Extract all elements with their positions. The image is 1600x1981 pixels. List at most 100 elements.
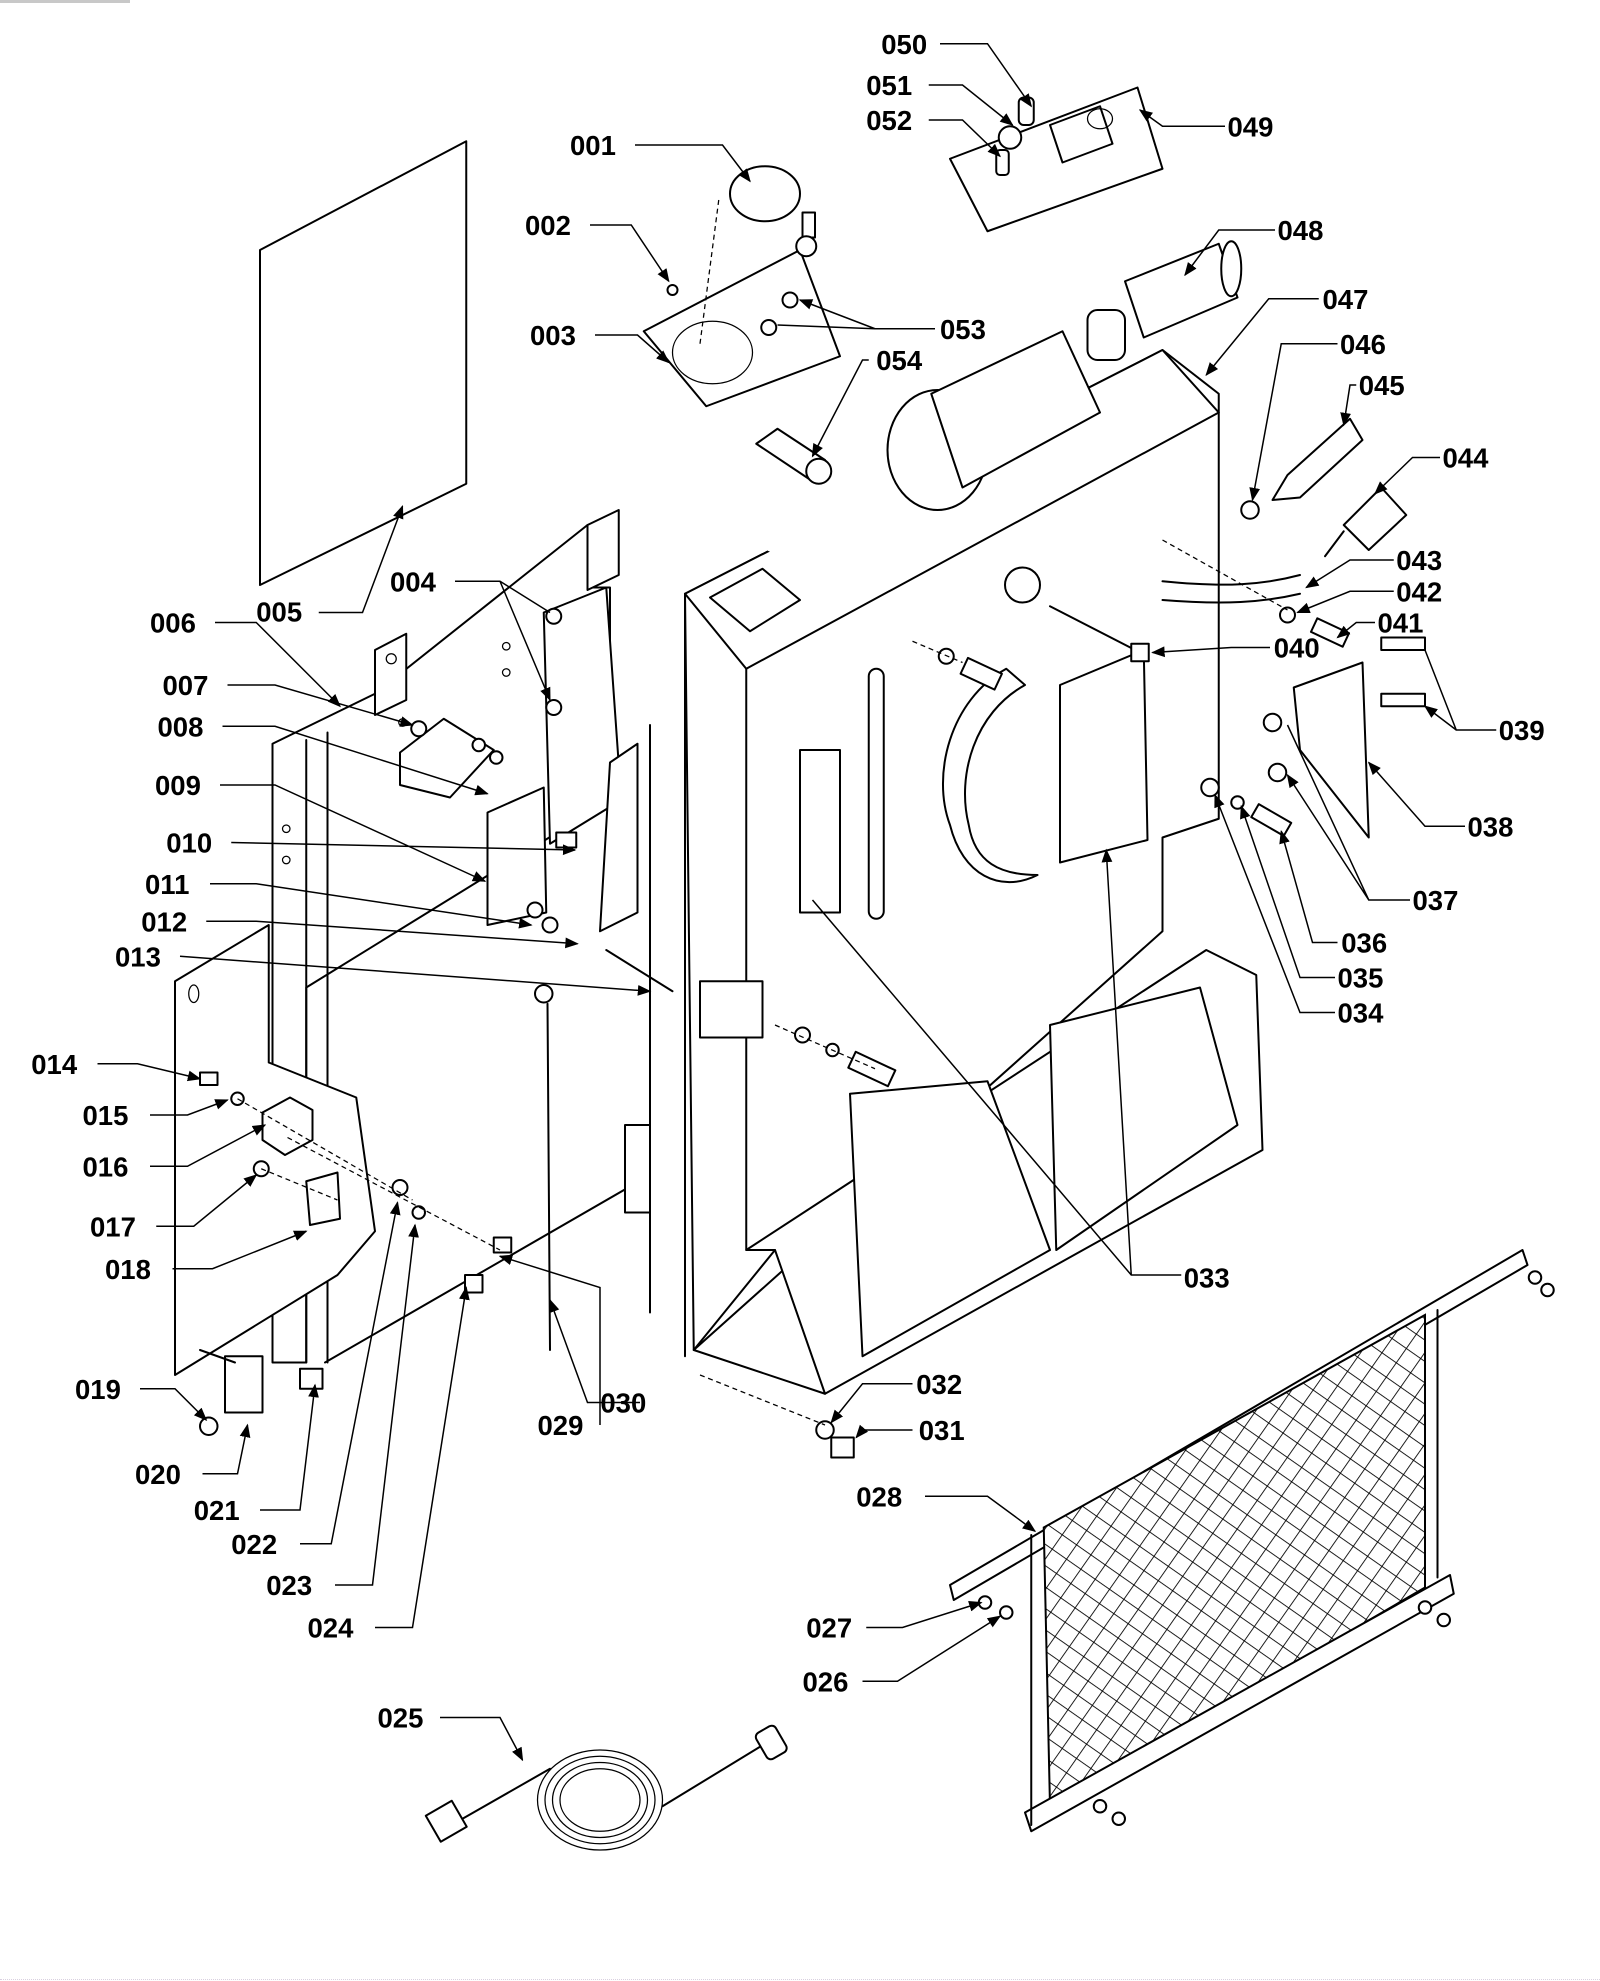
leader-line bbox=[1249, 343, 1338, 502]
leader-line bbox=[866, 1601, 983, 1629]
callout-label: 014 bbox=[31, 1049, 78, 1080]
callout-label: 032 bbox=[916, 1369, 962, 1400]
side-frame-006 bbox=[174, 509, 620, 1376]
callout-label: 051 bbox=[866, 70, 912, 101]
callout-016-bumper: 016 bbox=[83, 1124, 267, 1182]
leader-line bbox=[1151, 646, 1270, 658]
callout-label: 047 bbox=[1323, 284, 1369, 315]
callout-label: 024 bbox=[308, 1613, 355, 1644]
callout-029-bolt: 029 bbox=[498, 1254, 601, 1441]
leader-line bbox=[1336, 621, 1375, 639]
leader-line bbox=[1288, 724, 1410, 901]
callout-011-nut: 011 bbox=[145, 869, 533, 929]
bracket-007 bbox=[399, 717, 495, 799]
callout-label: 013 bbox=[115, 941, 161, 972]
leader-line bbox=[1138, 109, 1225, 127]
leader-line bbox=[1305, 559, 1394, 589]
callout-052-toggle: 052 bbox=[866, 105, 1001, 158]
callout-label: 052 bbox=[866, 105, 912, 136]
callout-001-round-cap: 001 bbox=[570, 130, 751, 183]
callout-039-screws: 039 bbox=[1425, 649, 1545, 746]
callout-layer: 0010020030040050060070080090100110120130… bbox=[31, 29, 1545, 1762]
callout-015-washer: 015 bbox=[83, 1099, 229, 1131]
leader-line bbox=[140, 1388, 208, 1421]
callout-label: 053 bbox=[940, 314, 986, 345]
plate-opening bbox=[671, 320, 754, 385]
leader-line bbox=[1205, 298, 1319, 377]
callout-003-control-plate: 003 bbox=[530, 320, 670, 364]
leader-line bbox=[220, 784, 487, 882]
leader-line bbox=[440, 1716, 524, 1762]
leader-line bbox=[811, 359, 869, 458]
leader-line bbox=[150, 1099, 229, 1116]
callout-051-ring: 051 bbox=[866, 70, 1014, 126]
callout-label: 026 bbox=[803, 1666, 849, 1697]
callout-033-labels: 033 bbox=[811, 850, 1230, 1294]
callout-046-washer: 046 bbox=[1249, 329, 1386, 502]
callout-label: 001 bbox=[570, 130, 616, 161]
leader-line bbox=[156, 1174, 258, 1227]
callout-010-bolt: 010 bbox=[166, 828, 577, 859]
callout-label: 039 bbox=[1499, 715, 1545, 746]
callout-034-washer: 034 bbox=[1214, 793, 1385, 1029]
callout-label: 028 bbox=[856, 1481, 902, 1512]
leader-line bbox=[97, 1063, 202, 1082]
callout-label: 043 bbox=[1396, 545, 1442, 576]
callout-label: 020 bbox=[135, 1459, 181, 1490]
assembly-lines bbox=[237, 199, 1288, 1426]
callout-026-screw: 026 bbox=[803, 1615, 1002, 1697]
leader-line bbox=[1425, 649, 1497, 731]
power-cord-025 bbox=[424, 1724, 788, 1851]
leader-line bbox=[862, 1615, 1002, 1682]
callout-028-grille: 028 bbox=[856, 1481, 1037, 1533]
callout-label: 041 bbox=[1378, 608, 1424, 639]
callout-035-lock-washer: 035 bbox=[1240, 804, 1383, 994]
tube-054 bbox=[755, 427, 833, 485]
callout-014-bolt: 014 bbox=[31, 1049, 202, 1082]
callout-018-clip: 018 bbox=[105, 1230, 308, 1285]
callout-031-nut: 031 bbox=[855, 1415, 965, 1446]
callout-label: 036 bbox=[1341, 928, 1387, 959]
callout-label: 007 bbox=[163, 670, 209, 701]
leader-line bbox=[335, 1223, 419, 1586]
callout-label: 030 bbox=[600, 1388, 646, 1419]
callout-label: 011 bbox=[145, 869, 189, 900]
leader-line bbox=[375, 1286, 470, 1629]
motor-048 bbox=[760, 240, 1243, 553]
leader-line bbox=[595, 334, 670, 364]
callout-label: 022 bbox=[231, 1529, 277, 1560]
callout-label: 009 bbox=[155, 770, 201, 801]
callout-041-screw: 041 bbox=[1336, 608, 1424, 639]
callout-020-plate: 020 bbox=[135, 1423, 251, 1490]
callout-009-bracket: 009 bbox=[155, 770, 487, 882]
callout-label: 034 bbox=[1338, 998, 1385, 1029]
callout-025-power-cord: 025 bbox=[378, 1703, 524, 1762]
leader-line bbox=[1279, 829, 1338, 944]
callout-label: 040 bbox=[1274, 633, 1320, 664]
callout-024-screw: 024 bbox=[308, 1286, 470, 1644]
callout-044-switch: 044 bbox=[1374, 443, 1489, 495]
callout-005-panel-sheet: 005 bbox=[256, 504, 404, 627]
leader-line bbox=[1184, 229, 1275, 277]
leader-line bbox=[300, 1201, 401, 1545]
leader-line bbox=[925, 1495, 1037, 1533]
callout-label: 033 bbox=[1184, 1263, 1230, 1294]
callout-label: 010 bbox=[166, 828, 212, 859]
leader-line bbox=[215, 621, 341, 708]
callout-label: 029 bbox=[538, 1410, 584, 1441]
leader-line bbox=[635, 144, 751, 183]
callout-label: 027 bbox=[806, 1613, 852, 1644]
callout-label: 012 bbox=[141, 906, 187, 937]
leader-line bbox=[830, 1383, 913, 1424]
switch-plate-049 bbox=[949, 86, 1164, 233]
leader-line bbox=[231, 841, 577, 856]
callout-043-wiring: 043 bbox=[1305, 545, 1442, 589]
callout-label: 054 bbox=[876, 345, 923, 376]
leader-line bbox=[777, 300, 935, 330]
callout-030-rod: 030 bbox=[549, 1298, 646, 1419]
callout-label: 049 bbox=[1228, 111, 1274, 142]
callout-019-nut: 019 bbox=[75, 1374, 208, 1421]
side-rail bbox=[599, 742, 639, 933]
callout-047-cabinet: 047 bbox=[1205, 284, 1369, 377]
